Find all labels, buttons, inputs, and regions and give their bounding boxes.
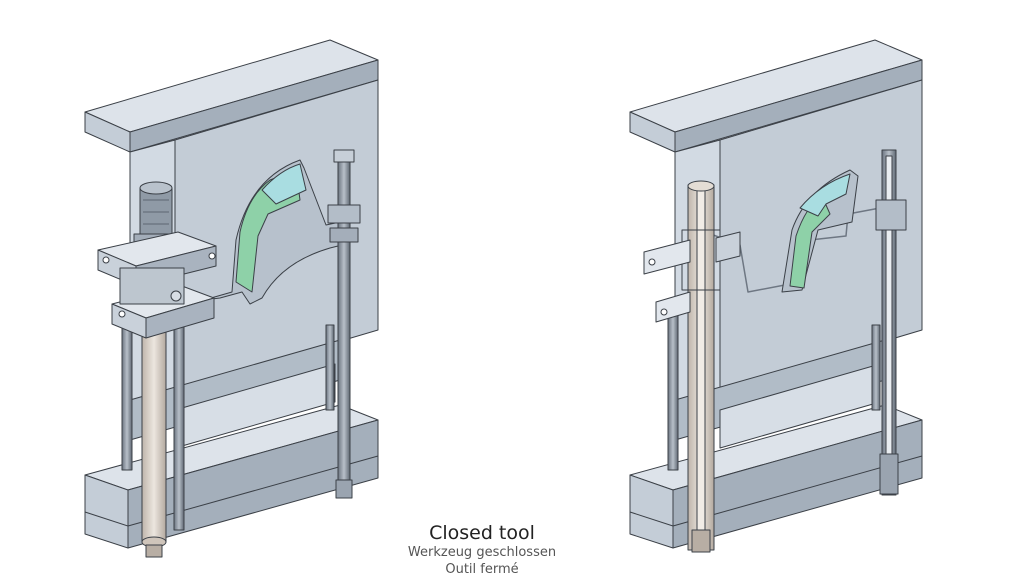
bolt-icon — [648, 258, 656, 266]
bolt-icon — [170, 290, 182, 302]
caption-french: Outil fermé — [445, 562, 519, 577]
bolt-icon — [102, 256, 110, 264]
bolt-icon — [660, 308, 668, 316]
caption-german: Werkzeug geschlossen — [407, 545, 557, 560]
guide-pillar — [173, 299, 185, 531]
guide-pillar — [325, 324, 335, 411]
diagram-caption: Closed tool Werkzeug geschlossen Outil f… — [362, 522, 602, 578]
bolt-icon — [118, 310, 126, 318]
cavity-section — [781, 169, 859, 293]
guide-pillar — [667, 299, 679, 471]
left-mold-assembly — [84, 39, 379, 558]
bushing-clamp — [97, 231, 217, 339]
right-mold-assembly — [629, 39, 923, 553]
bushing-clamp — [643, 231, 741, 323]
caption-title: Closed tool — [429, 522, 535, 544]
ejector-pin-section — [681, 180, 721, 553]
side-rod — [327, 149, 361, 499]
side-rod-section — [875, 149, 907, 496]
guide-pillar — [871, 324, 881, 411]
bolt-icon — [208, 252, 216, 260]
